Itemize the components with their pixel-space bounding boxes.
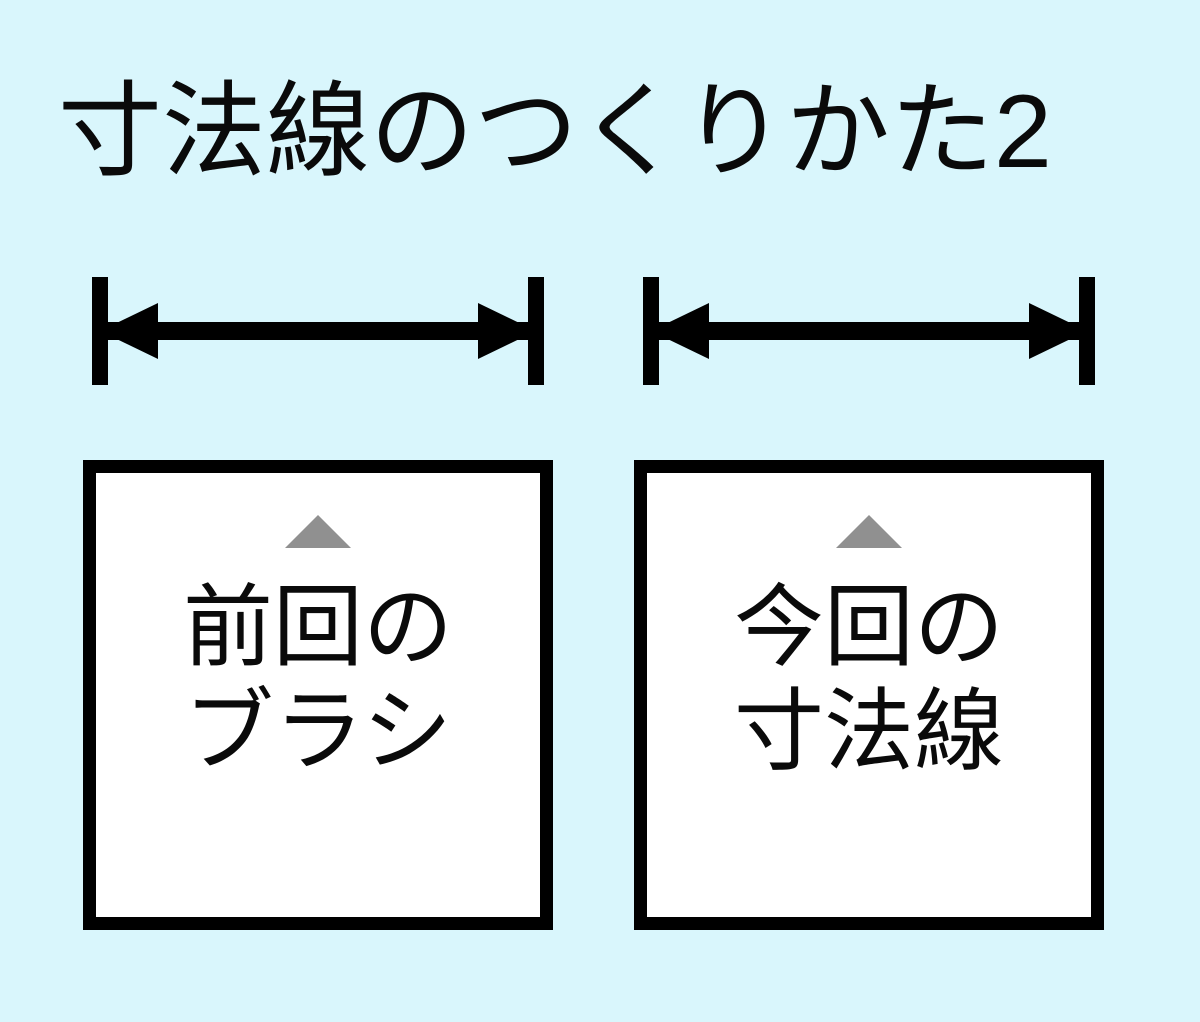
panel-caption-line1: 前回の xyxy=(183,578,453,678)
arrowhead-left-icon xyxy=(100,303,158,359)
panel-caption: 前回の ブラシ xyxy=(183,576,453,784)
arrowhead-right-icon xyxy=(1029,303,1087,359)
dimension-shaft xyxy=(106,322,530,340)
panel-caption: 今回の 寸法線 xyxy=(734,576,1004,784)
arrowhead-right-icon xyxy=(478,303,536,359)
dimension-line-left-graphic xyxy=(92,277,544,385)
panel-previous-brush: 前回の ブラシ xyxy=(83,460,553,930)
dimension-line-left xyxy=(92,277,544,385)
dimension-line-right xyxy=(643,277,1095,385)
dimension-line-right-graphic xyxy=(643,277,1095,385)
triangle-up-icon xyxy=(285,515,351,548)
arrowhead-left-icon xyxy=(651,303,709,359)
dimension-shaft xyxy=(657,322,1081,340)
triangle-up-icon xyxy=(836,515,902,548)
panel-caption-line2: ブラシ xyxy=(183,682,453,782)
page-title: 寸法線のつくりかた2 xyxy=(58,74,1052,190)
panel-content: 今回の 寸法線 xyxy=(647,473,1091,917)
panel-caption-line2: 寸法線 xyxy=(734,682,1004,782)
panel-content: 前回の ブラシ xyxy=(96,473,540,917)
panel-caption-line1: 今回の xyxy=(734,578,1004,678)
panel-current-dimension-line: 今回の 寸法線 xyxy=(634,460,1104,930)
